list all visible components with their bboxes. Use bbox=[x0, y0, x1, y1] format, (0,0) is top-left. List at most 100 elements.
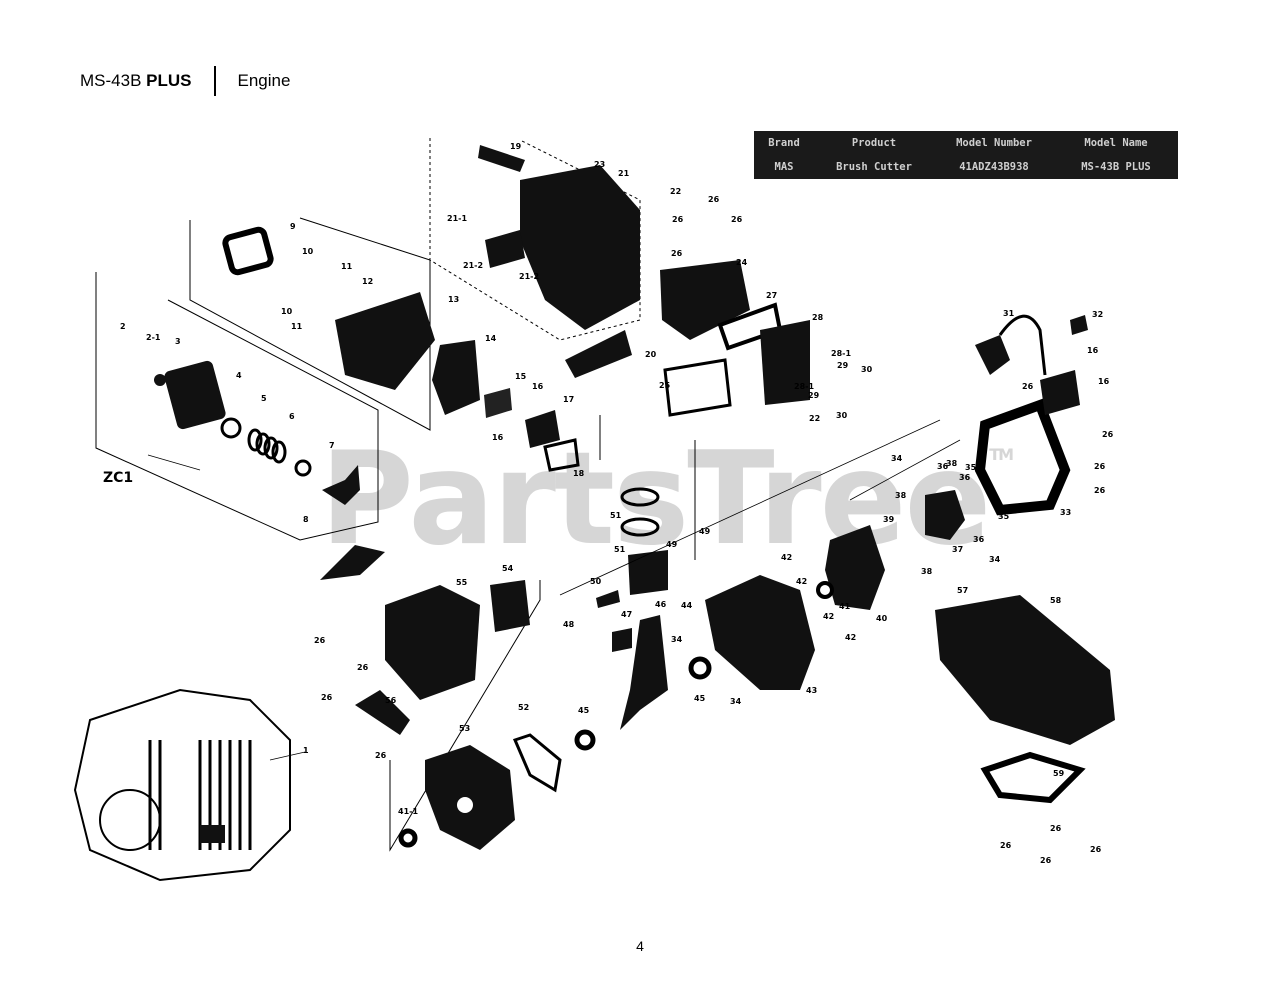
carburetor-group bbox=[222, 226, 580, 472]
part-label: 46 bbox=[655, 600, 667, 609]
part-label: 56 bbox=[385, 696, 397, 705]
filter-ring bbox=[220, 417, 242, 439]
part-label: 26 bbox=[1102, 430, 1114, 439]
part-label: 26 bbox=[375, 751, 387, 760]
part-label: 42 bbox=[796, 577, 807, 586]
recoil-starter-group bbox=[320, 545, 530, 735]
part-label: 5 bbox=[261, 394, 267, 403]
part-label: 39 bbox=[883, 515, 895, 524]
model-info-table: Brand Product Model Number Model Name MA… bbox=[754, 131, 1178, 179]
part-label: 12 bbox=[362, 277, 373, 286]
part-label: 18 bbox=[573, 469, 585, 478]
part-label: 4 bbox=[236, 371, 242, 380]
spark-plug bbox=[478, 145, 525, 172]
tank-bracket bbox=[980, 751, 1086, 804]
piston-crank-group bbox=[574, 487, 712, 751]
part-label: 1 bbox=[303, 746, 309, 755]
part-label: 11 bbox=[341, 262, 353, 271]
part-label: 38 bbox=[921, 567, 933, 576]
part-label: 28-1 bbox=[794, 382, 814, 391]
part-label: 25 bbox=[659, 381, 671, 390]
part-label: 45 bbox=[694, 694, 706, 703]
part-label: 19 bbox=[510, 142, 522, 151]
part-label: 21-2 bbox=[463, 261, 483, 270]
part-label: 50 bbox=[590, 577, 602, 586]
value-model-number: 41ADZ43B938 bbox=[959, 161, 1029, 173]
cylinder bbox=[660, 260, 750, 340]
part-label: 10 bbox=[302, 247, 314, 256]
part-label: 40 bbox=[876, 614, 888, 623]
part-label: 23 bbox=[594, 160, 605, 169]
cover-plate bbox=[485, 230, 525, 268]
value-model-name: MS-43B PLUS bbox=[1081, 161, 1151, 173]
part-label: 42 bbox=[845, 633, 856, 642]
part-label: 53 bbox=[459, 724, 470, 733]
ring-2 bbox=[620, 517, 660, 537]
header-model-number: Model Number bbox=[956, 137, 1032, 149]
part-label: 26 bbox=[731, 215, 743, 224]
bearing-45a bbox=[574, 729, 596, 751]
part-label: 51 bbox=[614, 545, 626, 554]
terminal-32 bbox=[1070, 315, 1088, 335]
part-label: 35 bbox=[998, 512, 1010, 521]
part-label: 34 bbox=[989, 555, 1001, 564]
part-label: 30 bbox=[836, 411, 848, 420]
part-label: 3 bbox=[175, 337, 181, 346]
part-label: 52 bbox=[518, 703, 529, 712]
bracket-56 bbox=[355, 690, 410, 735]
muffler bbox=[760, 320, 810, 405]
clutch bbox=[925, 490, 965, 540]
cylinder-cover-group bbox=[478, 145, 810, 417]
part-label: 49 bbox=[666, 540, 678, 549]
piston bbox=[628, 550, 668, 595]
header-model-name: Model Name bbox=[1084, 137, 1148, 149]
part-label: 13 bbox=[448, 295, 459, 304]
part-label: 11 bbox=[291, 322, 303, 331]
part-label: 16 bbox=[492, 433, 504, 442]
part-label: 26 bbox=[1000, 841, 1012, 850]
part-label: 48 bbox=[563, 620, 575, 629]
part-label: 38 bbox=[895, 491, 907, 500]
ignition-group bbox=[816, 314, 1088, 610]
ignition-coil bbox=[1040, 370, 1080, 415]
choke-ring bbox=[294, 459, 312, 477]
part-label: 32 bbox=[1092, 310, 1103, 319]
part-label: 36 bbox=[959, 473, 971, 482]
muffler-shield bbox=[565, 330, 632, 378]
part-label: 43 bbox=[806, 686, 817, 695]
page-header: MS-43B PLUS Engine bbox=[80, 66, 290, 96]
fuel-tank-group bbox=[935, 595, 1115, 804]
piston-pin bbox=[596, 590, 620, 608]
header-brand: Brand bbox=[768, 137, 800, 149]
part-label: 26 bbox=[357, 663, 369, 672]
section-title: Engine bbox=[237, 71, 291, 90]
part-label: 28 bbox=[812, 313, 824, 322]
filter-spring bbox=[247, 428, 287, 464]
zc1-group-label: ZC1 bbox=[103, 470, 134, 486]
choke-lever bbox=[322, 465, 360, 505]
air-filter-cover bbox=[164, 360, 226, 430]
oil-seal bbox=[398, 828, 418, 848]
part-label: 7 bbox=[329, 441, 335, 450]
part-label: 26 bbox=[708, 195, 720, 204]
part-label: 34 bbox=[671, 635, 683, 644]
part-label: 41 bbox=[839, 602, 851, 611]
part-label: 9 bbox=[290, 222, 296, 231]
spacer bbox=[525, 410, 560, 448]
part-label: 26 bbox=[1050, 824, 1062, 833]
nut-41 bbox=[816, 581, 834, 599]
part-label: 38 bbox=[946, 459, 958, 468]
part-label: 27 bbox=[766, 291, 777, 300]
part-label: 41-1 bbox=[398, 807, 418, 816]
part-label: 34 bbox=[891, 454, 903, 463]
cylinder-cover bbox=[520, 165, 640, 330]
part-label: 22 bbox=[809, 414, 820, 423]
part-label: 44 bbox=[681, 601, 693, 610]
part-label: 16 bbox=[1087, 346, 1099, 355]
part-label: 26 bbox=[672, 215, 684, 224]
bracket-52 bbox=[512, 733, 562, 793]
plug-cap bbox=[975, 335, 1010, 375]
part-label: 26 bbox=[1040, 856, 1052, 865]
part-label: 16 bbox=[532, 382, 544, 391]
